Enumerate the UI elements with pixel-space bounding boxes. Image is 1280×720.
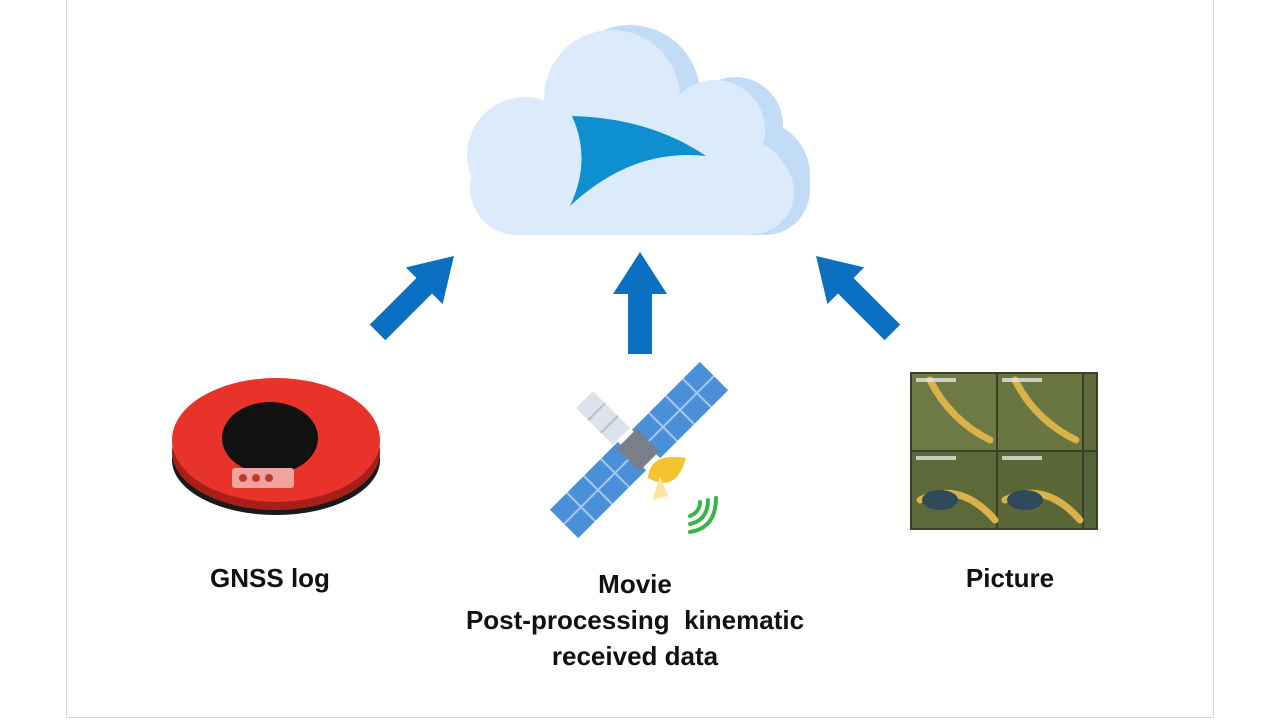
logo-icon bbox=[570, 116, 706, 206]
arrow-up-icon bbox=[613, 252, 667, 354]
satellite-icon bbox=[549, 361, 729, 539]
arrow-up-left-icon bbox=[816, 256, 901, 341]
center-label: Movie Post-processing kinematic received… bbox=[420, 566, 850, 674]
cloud-icon bbox=[467, 25, 810, 235]
received-data-label: received data bbox=[551, 641, 719, 671]
aerial-photo-grid bbox=[910, 372, 1098, 530]
movie-label: Movie bbox=[598, 569, 672, 599]
gnss-device-icon bbox=[172, 378, 380, 515]
ppk-label: Post-processing kinematic bbox=[465, 605, 805, 635]
arrow-up-right-icon bbox=[369, 256, 454, 341]
picture-label: Picture bbox=[965, 563, 1055, 593]
gnss-log-label: GNSS log bbox=[210, 563, 330, 593]
